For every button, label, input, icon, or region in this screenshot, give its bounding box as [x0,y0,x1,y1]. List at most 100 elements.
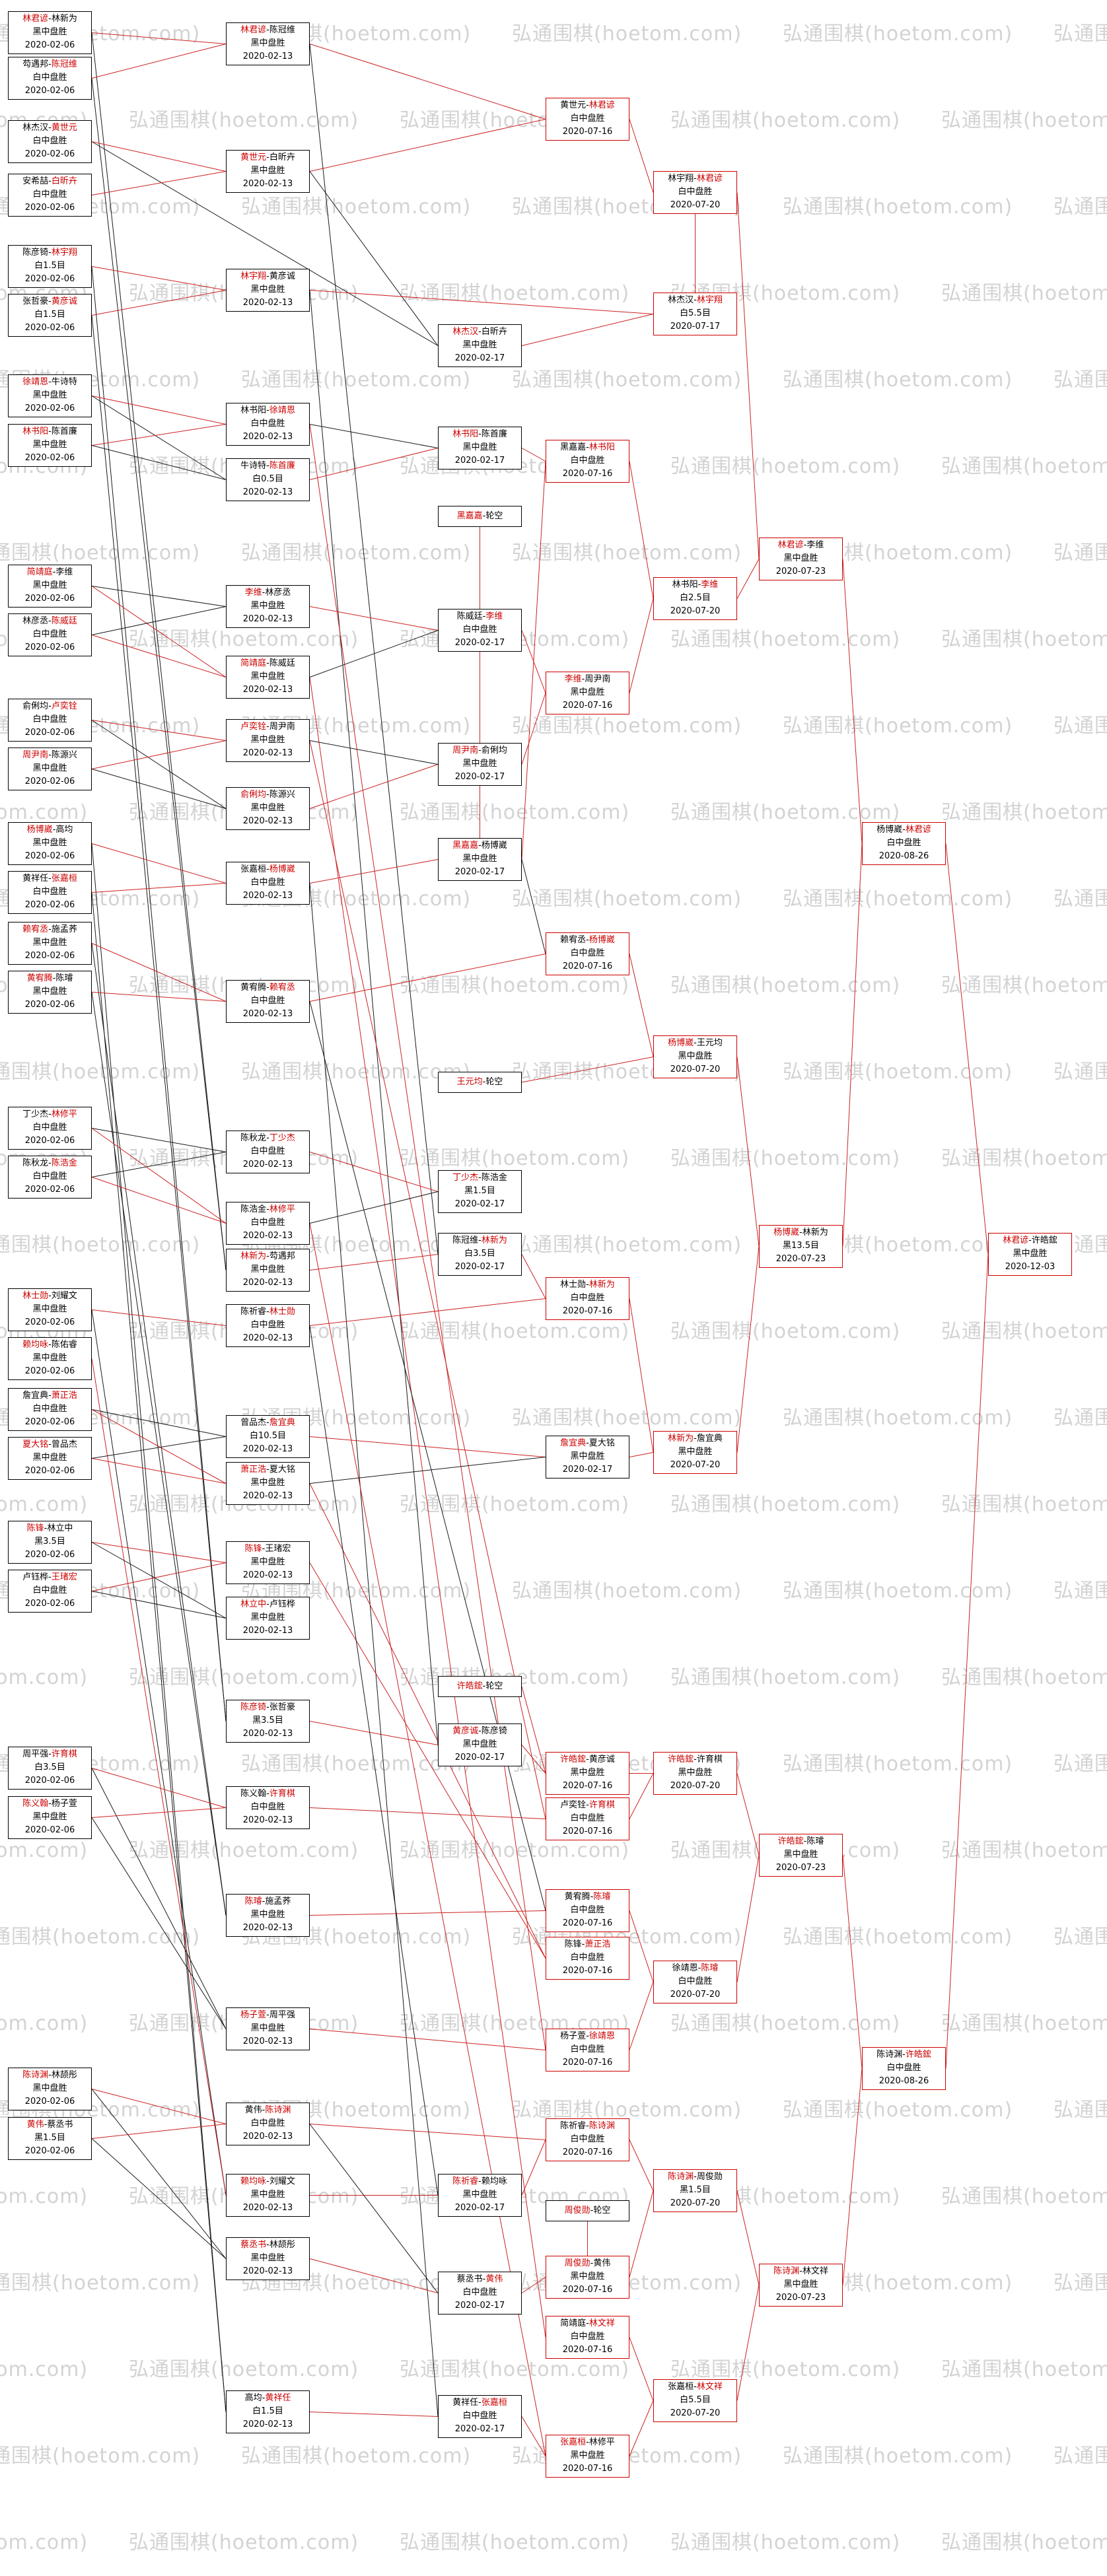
bye-box[interactable]: 许皓鋐-轮空 [438,1676,522,1697]
bye-box[interactable]: 黑嘉嘉-轮空 [438,506,522,527]
bye-box[interactable]: 周俊勋-轮空 [546,2200,629,2221]
bye-box[interactable]: 王元均-轮空 [438,1072,522,1093]
